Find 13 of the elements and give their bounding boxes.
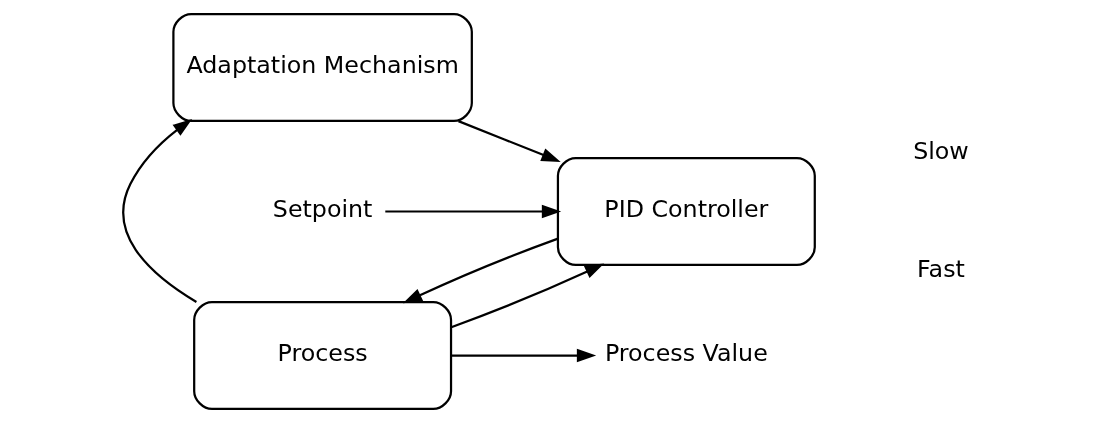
arrow [385,204,562,219]
node-box: PID Controller [556,156,816,267]
node-box: Process [193,300,453,411]
arrow [450,263,605,329]
arrow [122,119,197,303]
arrow [451,348,597,363]
arrow [458,120,561,162]
node-box: Adaptation Mechanism [172,12,473,123]
node-text: Process Value [604,339,768,368]
arrow [402,237,558,304]
label: Slow [913,137,969,166]
node-text: Setpoint [272,195,373,224]
label: Fast [917,254,965,283]
